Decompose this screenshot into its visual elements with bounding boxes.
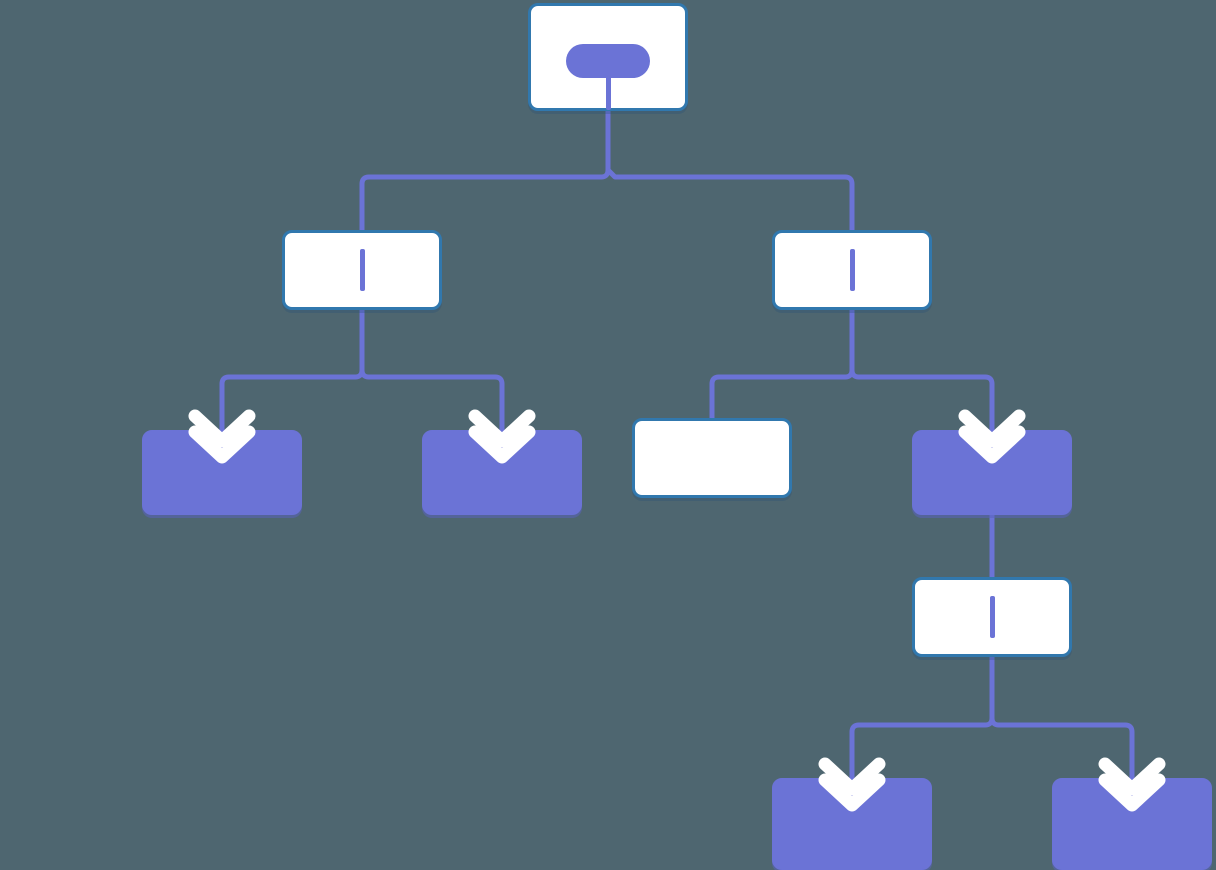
tree-node-n1[interactable] bbox=[282, 230, 442, 310]
tree-node-n9[interactable] bbox=[1052, 778, 1212, 870]
node-content-bar bbox=[359, 249, 365, 291]
tree-node-n7[interactable] bbox=[912, 577, 1072, 657]
node-content-bar bbox=[989, 596, 995, 638]
tree-node-n5[interactable] bbox=[632, 418, 792, 498]
tree-node-n0[interactable] bbox=[528, 3, 688, 111]
tree-node-n2[interactable] bbox=[772, 230, 932, 310]
tree-node-n4[interactable] bbox=[422, 430, 582, 515]
node-content-bar bbox=[849, 249, 855, 291]
tree-node-n8[interactable] bbox=[772, 778, 932, 870]
node-content-stem bbox=[605, 76, 611, 110]
node-content-pill bbox=[566, 44, 650, 78]
tree-node-n3[interactable] bbox=[142, 430, 302, 515]
tree-node-n6[interactable] bbox=[912, 430, 1072, 515]
